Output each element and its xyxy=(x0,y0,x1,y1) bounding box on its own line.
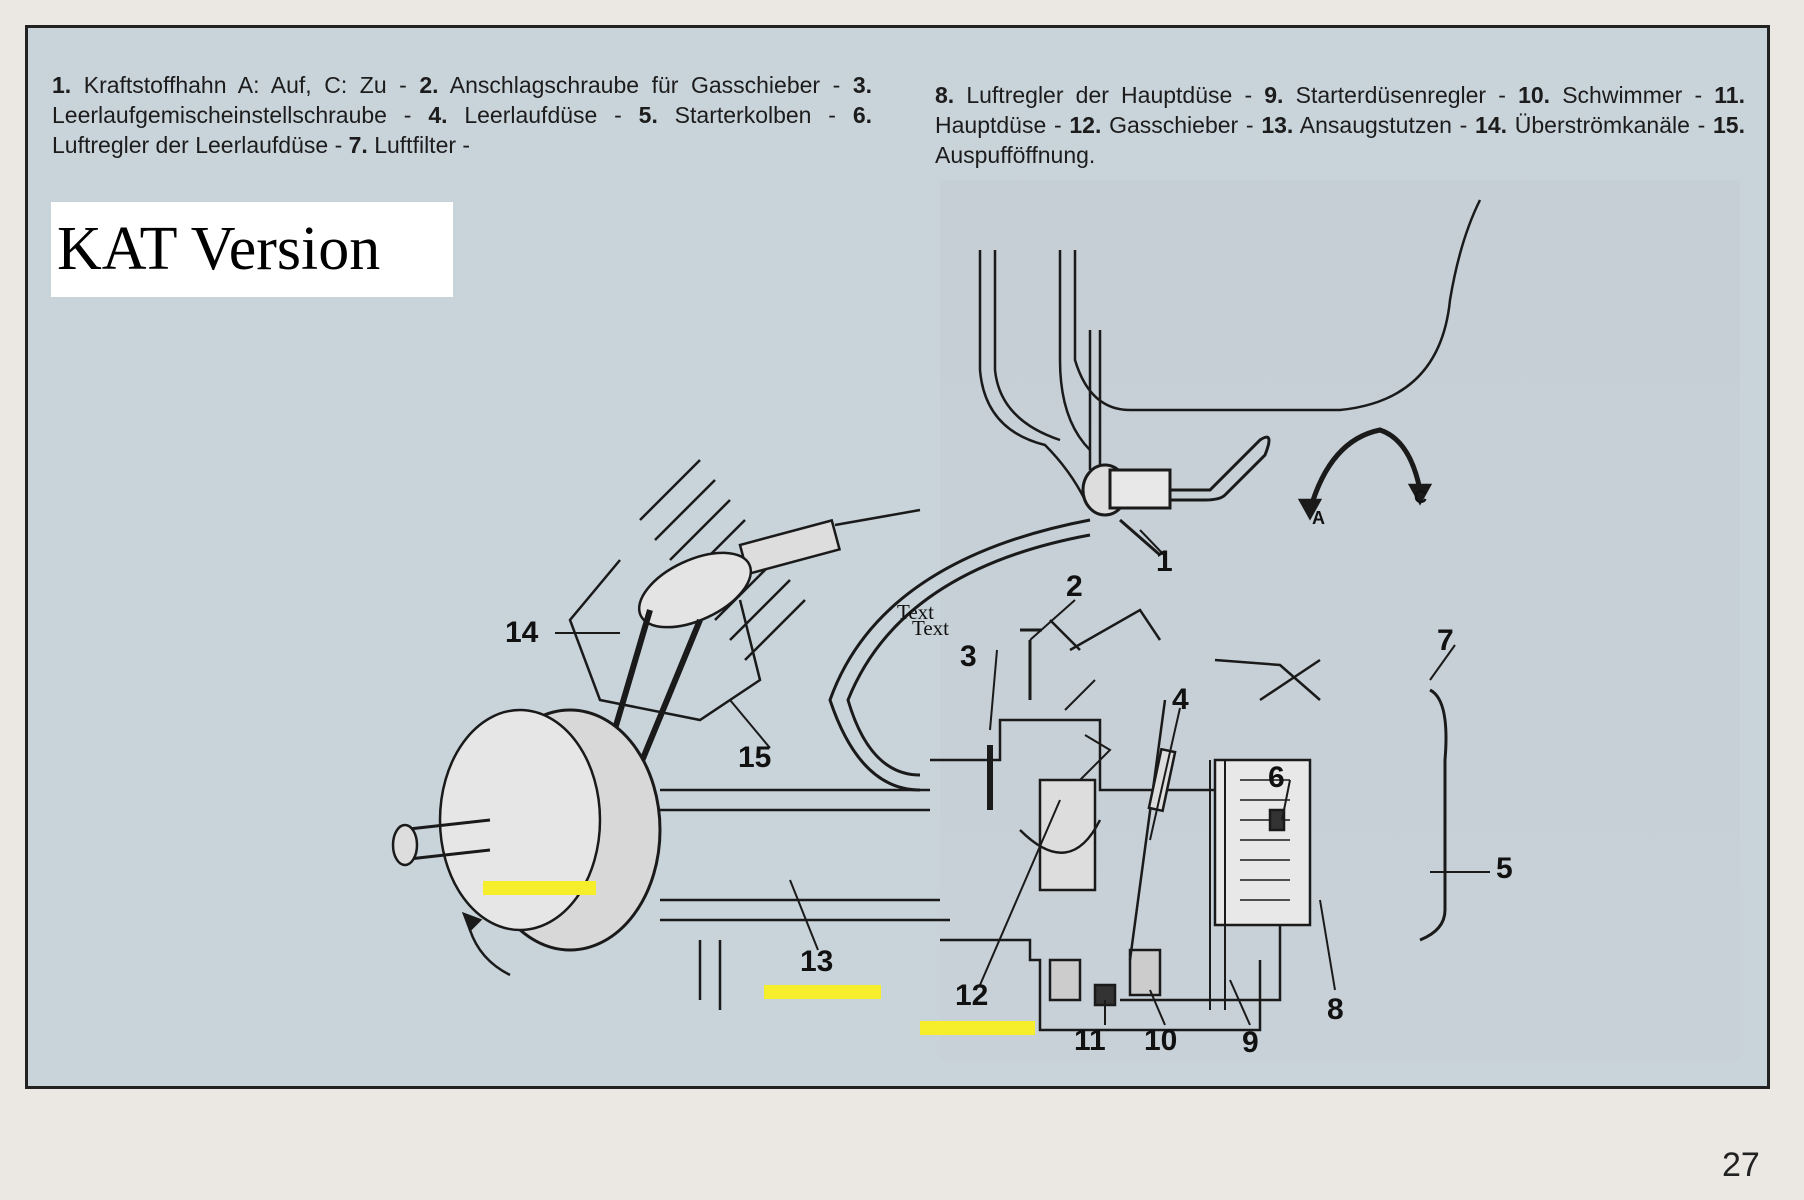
label-10: 10 xyxy=(1144,1024,1178,1057)
piston xyxy=(597,551,753,792)
carburetor-body xyxy=(930,608,1448,1032)
caption-item-number: 11. xyxy=(1714,82,1745,108)
caption-item-number: 3. xyxy=(852,72,872,98)
caption-item-number: 1. xyxy=(52,72,72,98)
rotation-arrow xyxy=(1307,427,1423,511)
caption-item-number: 9. xyxy=(1264,82,1284,108)
overlay-text: Text xyxy=(912,616,950,640)
caption-item-text: Gasschieber - xyxy=(1101,112,1262,138)
caption-item-text: Luftregler der Leerlaufdüse - xyxy=(52,132,349,158)
fuel-tank-lines xyxy=(978,199,1482,501)
label-a-open: A xyxy=(1312,508,1325,528)
caption-item-number: 12. xyxy=(1069,112,1102,138)
label-13: 13 xyxy=(800,945,834,978)
caption-item-text: Starterdüsenregler - xyxy=(1283,82,1519,108)
caption-item-number: 4. xyxy=(428,102,448,128)
label-15: 15 xyxy=(738,741,772,774)
label-2: 2 xyxy=(1066,570,1083,603)
caption-item-number: 2. xyxy=(419,72,439,98)
highlight-mark xyxy=(920,1021,1035,1035)
bleed-through-background xyxy=(940,180,1740,1060)
caption-item-text: Kraftstoffhahn A: Auf, C: Zu - xyxy=(71,72,420,98)
leader-lines xyxy=(555,529,1490,1026)
caption-item-text: Hauptdüse - xyxy=(935,112,1070,138)
caption-right: 8. Luftregler der Hauptdüse - 9. Starter… xyxy=(935,80,1745,170)
caption-item-text: Auspufföffnung. xyxy=(935,142,1096,168)
caption-item-number: 5. xyxy=(638,102,658,128)
label-3: 3 xyxy=(960,640,977,673)
caption-item-number: 15. xyxy=(1713,112,1745,138)
crankshaft xyxy=(391,708,662,977)
label-5: 5 xyxy=(1496,852,1513,885)
label-c-closed: C xyxy=(1414,487,1427,507)
caption-item-number: 7. xyxy=(348,132,368,158)
label-9: 9 xyxy=(1242,1026,1259,1059)
page-number: 27 xyxy=(1722,1146,1760,1184)
caption-item-number: 14. xyxy=(1475,112,1508,138)
kat-version-label: KAT Version xyxy=(51,202,453,297)
caption-item-number: 10. xyxy=(1518,82,1551,108)
crank-rotation-arrow xyxy=(461,911,483,933)
overlay-text: Text xyxy=(897,600,935,624)
caption-item-text: Schwimmer - xyxy=(1550,82,1715,108)
caption-item-text: Leerlaufgemischeinstellschraube - xyxy=(52,102,429,128)
label-12: 12 xyxy=(955,979,989,1012)
caption-left: 1. Kraftstoffhahn A: Auf, C: Zu - 2. Ans… xyxy=(52,70,872,160)
label-8: 8 xyxy=(1327,993,1344,1026)
label-11: 11 xyxy=(1074,1024,1106,1057)
highlight-mark xyxy=(764,985,881,999)
caption-item-number: 6. xyxy=(852,102,872,128)
caption-item-text: Luftregler der Hauptdüse - xyxy=(954,82,1265,108)
caption-item-number: 13. xyxy=(1261,112,1294,138)
label-14: 14 xyxy=(505,616,539,649)
caption-item-text: Ansaugstutzen - xyxy=(1293,112,1476,138)
caption-item-number: 8. xyxy=(935,82,955,108)
caption-item-text: Überströmkanäle - xyxy=(1507,112,1713,138)
caption-item-text: Luftfilter - xyxy=(367,132,471,158)
caption-item-text: Leerlaufdüse - xyxy=(447,102,639,128)
label-1: 1 xyxy=(1156,545,1173,578)
label-4: 4 xyxy=(1172,683,1189,716)
fuel-hose xyxy=(828,518,1091,792)
intake-manifold xyxy=(660,788,950,1010)
caption-item-text: Anschlagschraube für Gasschieber - xyxy=(438,72,853,98)
label-7: 7 xyxy=(1437,624,1454,657)
caption-item-text: Starterkolben - xyxy=(657,102,853,128)
highlight-mark xyxy=(483,881,596,895)
fuel-tap xyxy=(1081,435,1271,557)
label-6: 6 xyxy=(1268,761,1285,794)
spark-plug xyxy=(738,508,921,576)
